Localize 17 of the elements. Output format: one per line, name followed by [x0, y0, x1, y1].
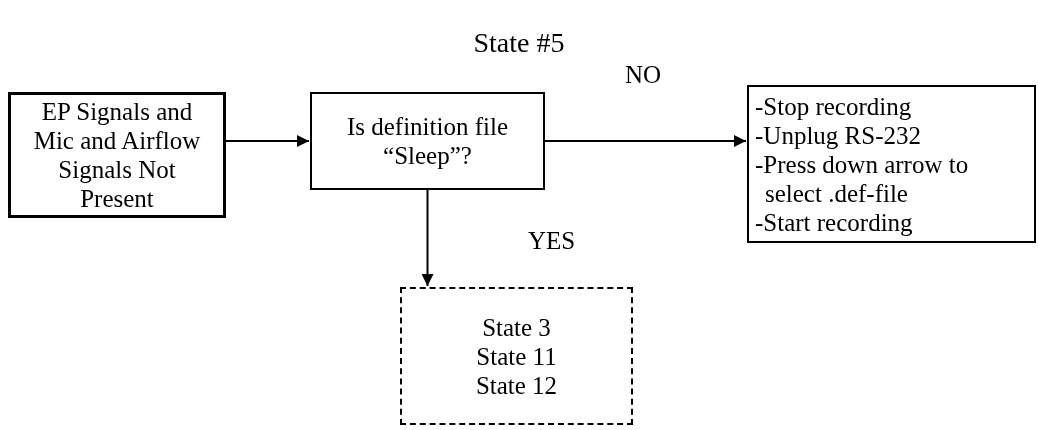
arrow — [421, 189, 434, 287]
process-box — [747, 85, 1036, 243]
box-text: Is definition file “Sleep”? — [345, 112, 510, 170]
box-text: State 12 — [475, 370, 558, 400]
arrow — [544, 135, 747, 147]
dashed-box — [400, 287, 633, 425]
box-text: State 11 — [476, 341, 557, 371]
diagram-title: State #5 — [472, 26, 566, 60]
process-box — [8, 92, 226, 218]
list-item: -Unplug RS-232 — [755, 120, 921, 150]
box-text: State 3 — [482, 312, 551, 342]
arrow — [225, 135, 310, 147]
process-box — [310, 92, 545, 190]
list-item: -Stop recording — [755, 91, 912, 121]
list-item: -Start recording — [755, 207, 913, 237]
list-item: -Press down arrow to select .def-file — [755, 149, 970, 208]
box-text: EP Signals and Mic and Airflow Signals Not Present — [32, 97, 202, 213]
